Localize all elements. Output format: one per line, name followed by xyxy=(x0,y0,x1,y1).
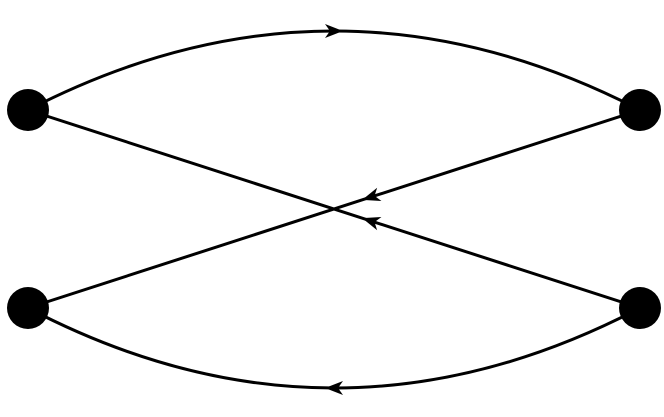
edge-top-left-to-top-right xyxy=(26,29,642,112)
node-top-left xyxy=(7,89,49,131)
arrowhead-bottom-right-to-top-left xyxy=(362,216,382,231)
edges-layer xyxy=(26,29,642,390)
arrowhead-bottom-right-to-bottom-left xyxy=(325,381,343,395)
node-bottom-left xyxy=(7,287,49,329)
arrowheads-layer xyxy=(325,24,382,395)
nodes-layer xyxy=(7,89,661,329)
arrowhead-top-right-to-bottom-left xyxy=(362,187,382,202)
node-top-right xyxy=(619,89,661,131)
arrowhead-top-left-to-top-right xyxy=(325,24,343,38)
edge-top-right-to-bottom-left xyxy=(26,108,642,310)
edge-bottom-right-to-bottom-left xyxy=(26,306,642,390)
node-bottom-right xyxy=(619,287,661,329)
